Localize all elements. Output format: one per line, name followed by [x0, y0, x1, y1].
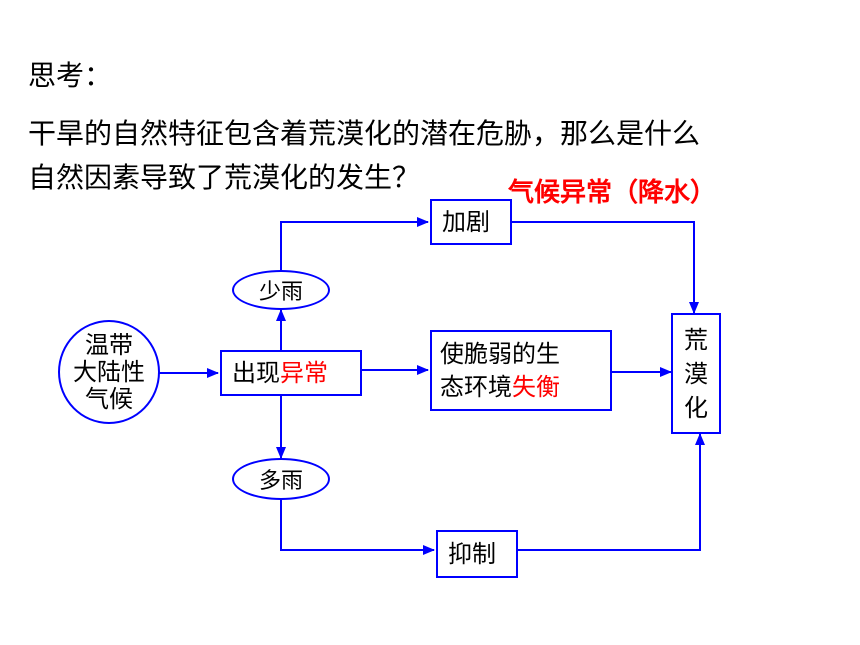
climate-line-1: 温带 [85, 330, 133, 359]
desertification-char-1: 荒 [684, 325, 708, 354]
desertification-char-3: 化 [684, 393, 708, 422]
node-desertification: 荒 漠 化 [671, 313, 721, 434]
node-more-rain: 多雨 [232, 458, 330, 500]
imbalance-line-2-highlight: 失衡 [512, 373, 560, 401]
imbalance-line-2: 态环境失衡 [440, 371, 610, 404]
climate-line-3: 气候 [85, 384, 133, 413]
more-rain-label: 多雨 [258, 469, 303, 494]
node-suppress: 抑制 [436, 530, 518, 578]
arrow-suppress-to-desertification [518, 433, 705, 551]
arrow-aggravate-to-desertification [512, 221, 699, 314]
arrow-less-rain-to-aggravate [280, 217, 429, 270]
anomaly-text: 出现 [232, 359, 280, 387]
anomaly-highlight: 异常 [280, 359, 328, 387]
question-line-1: 干旱的自然特征包含着荒漠化的潜在危胁，那么是什么 [28, 117, 701, 150]
node-anomaly: 出现异常 [220, 350, 362, 396]
node-aggravate: 加剧 [430, 199, 512, 245]
annotation-climate-anomaly: 气候异常（降水） [508, 178, 717, 208]
desertification-char-2: 漠 [684, 359, 708, 388]
climate-line-2: 大陆性 [73, 357, 145, 386]
node-temperate-continental-climate: 温带 大陆性 气候 [58, 320, 160, 424]
node-ecological-imbalance: 使脆弱的生 态环境失衡 [430, 330, 612, 411]
heading: 思考： [28, 59, 113, 92]
imbalance-line-2-text: 态环境 [440, 373, 512, 401]
suppress-label: 抑制 [448, 540, 496, 568]
less-rain-label: 少雨 [258, 280, 303, 305]
arrow-more-rain-to-suppress [280, 500, 435, 555]
question-line-2: 自然因素导致了荒漠化的发生？ [28, 161, 421, 194]
imbalance-line-1: 使脆弱的生 [440, 340, 560, 368]
node-less-rain: 少雨 [232, 270, 330, 310]
aggravate-label: 加剧 [442, 208, 490, 236]
